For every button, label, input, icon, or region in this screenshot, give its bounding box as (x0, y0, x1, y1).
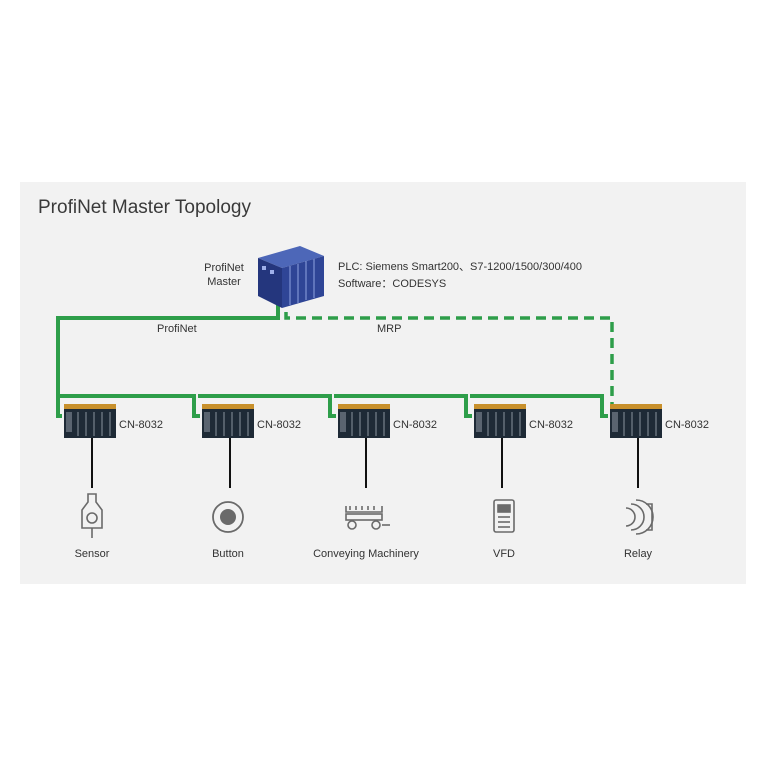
sensor-icon (81, 493, 103, 538)
profinet-link-label: ProfiNet (157, 323, 197, 335)
conveyor-icon (345, 506, 390, 530)
vfd-icon (493, 499, 515, 533)
button-icon (212, 501, 244, 533)
device-3-label: Conveying Machinery (313, 548, 419, 560)
relay-icon (625, 499, 654, 535)
software-info: Software：CODESYS (338, 278, 446, 290)
module-1-model: CN-8032 (119, 419, 163, 431)
io-module-5 (610, 404, 662, 438)
module-5-model: CN-8032 (665, 419, 709, 431)
device-1-label: Sensor (75, 548, 110, 560)
device-5-label: Relay (624, 548, 653, 560)
profinet-line (56, 292, 608, 418)
io-module-3 (338, 404, 390, 438)
master-label-line1: ProfiNet (204, 262, 244, 274)
plc-info: PLC: Siemens Smart200、S7-1200/1500/300/4… (338, 261, 582, 273)
device-2-label: Button (212, 548, 244, 560)
io-module-2 (202, 404, 254, 438)
io-module-1 (64, 404, 116, 438)
diagram-panel (20, 182, 746, 584)
module-4-model: CN-8032 (529, 419, 573, 431)
diagram-title: ProfiNet Master Topology (38, 197, 251, 218)
device-4-label: VFD (493, 548, 515, 560)
mrp-line (284, 296, 614, 404)
master-label-line2: Master (207, 276, 241, 288)
mrp-link-label: MRP (377, 323, 401, 335)
module-2-model: CN-8032 (257, 419, 301, 431)
module-3-model: CN-8032 (393, 419, 437, 431)
io-module-4 (474, 404, 526, 438)
plc-master-icon (258, 246, 324, 308)
